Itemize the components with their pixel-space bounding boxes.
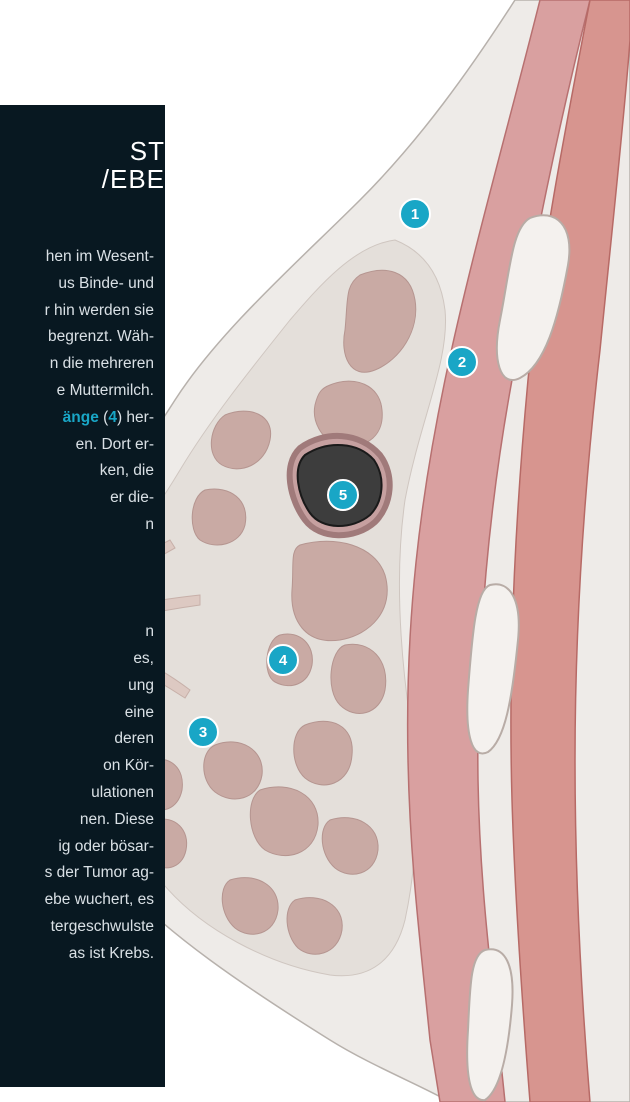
panel-text-line: on Kör-	[103, 757, 154, 775]
marker-1: 1	[400, 199, 430, 229]
marker-2: 2	[447, 347, 477, 377]
panel-text-line: er die-	[110, 489, 154, 507]
info-panel: ST /EBE hen im Wesent-us Binde- und r hin…	[0, 105, 165, 1087]
marker-5: 5	[328, 480, 358, 510]
svg-text:4: 4	[279, 652, 288, 669]
panel-text-line: nen. Diese	[80, 811, 154, 829]
panel-text-line: deren	[114, 730, 154, 748]
panel-text-line: r hin werden sie	[45, 302, 154, 320]
panel-text-line: eine	[125, 704, 154, 722]
panel-text-line: us Binde- und	[58, 275, 154, 293]
panel-text-line: ken, die	[100, 462, 154, 480]
panel-text-line: ebe wuchert, es	[45, 891, 154, 909]
panel-text-line: n	[145, 516, 154, 534]
panel-text-line: hen im Wesent-	[46, 248, 154, 266]
panel-text-line: ung	[128, 677, 154, 695]
panel-text-line: as ist Krebs.	[69, 945, 154, 963]
panel-text-line: en. Dort er-	[76, 436, 154, 454]
highlight-text: änge	[63, 409, 99, 426]
svg-text:3: 3	[199, 724, 207, 741]
svg-text:5: 5	[339, 487, 347, 504]
highlight-number: 4	[108, 409, 117, 426]
marker-4: 4	[268, 645, 298, 675]
panel-text-line: n die mehreren	[50, 355, 154, 373]
panel-text-line: ulationen	[91, 784, 154, 802]
panel-text-line: begrenzt. Wäh-	[48, 328, 154, 346]
panel-text-line: ig oder bösar-	[58, 838, 154, 856]
panel-title-line-2: /EBE	[102, 166, 165, 192]
panel-text-line: n	[145, 623, 154, 641]
panel-text-line: e Muttermilch.	[57, 382, 154, 400]
svg-text:2: 2	[458, 354, 466, 371]
panel-text-line: s der Tumor ag-	[45, 864, 154, 882]
svg-text:1: 1	[411, 206, 419, 223]
panel-text-line: es,	[133, 650, 154, 668]
marker-3: 3	[188, 717, 218, 747]
panel-text-line: änge (4) her-	[63, 409, 154, 427]
panel-text-line: tergeschwulste	[51, 918, 154, 936]
panel-title-line-1: ST	[130, 138, 165, 164]
